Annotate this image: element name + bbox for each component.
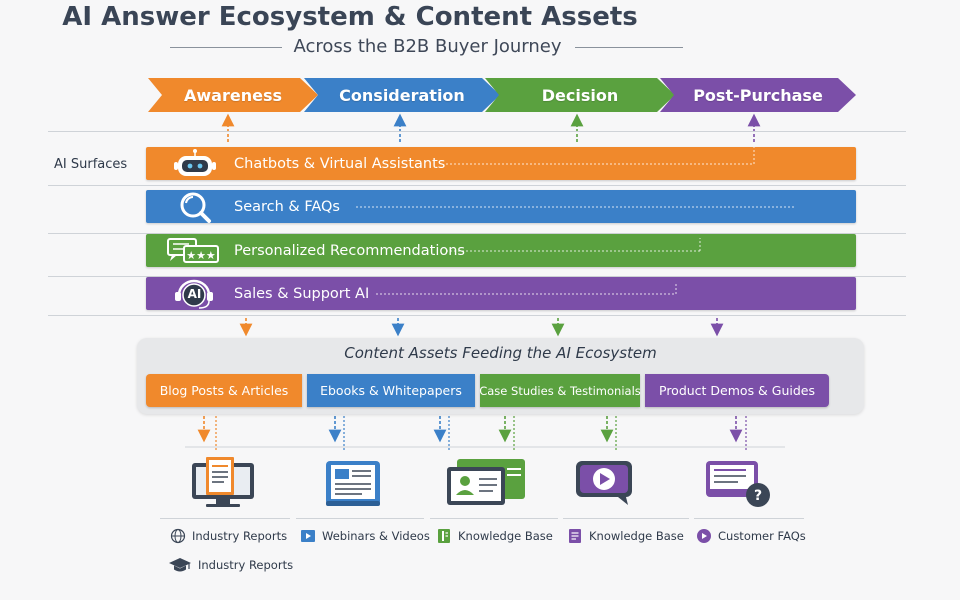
legend-label: Industry Reports [198,558,294,572]
stage-post-purchase[interactable]: Post-Purchase [660,78,856,112]
row-rule [48,131,906,132]
play-chat-icon [696,528,712,544]
row-rule [48,315,906,316]
surface-sales-support[interactable]: AI Sales & Support AI [146,277,856,310]
subtitle-rule-right [575,47,683,48]
surface-label: Chatbots & Virtual Assistants [234,155,446,172]
legend-label: Knowledge Base [589,529,684,543]
stage-awareness[interactable]: Awareness [148,78,318,112]
surface-chatbots[interactable]: Chatbots & Virtual Assistants [146,147,856,180]
book-icon [436,528,452,544]
legend-label: Webinars & Videos [322,529,430,543]
legend-item: Customer FAQs [696,528,806,544]
surface-label: Search & FAQs [234,198,340,215]
row-rule [48,185,906,186]
legend-item: Industry Reports [170,528,287,544]
surface-search-faqs[interactable]: Search & FAQs [146,190,856,223]
svg-text:★★★: ★★★ [186,249,216,262]
surface-label: Personalized Recommendations [234,242,465,259]
content-assets-title: Content Assets Feeding the AI Ecosystem [344,344,657,362]
legend-label: Customer FAQs [718,529,806,543]
legend-label: Knowledge Base [458,529,553,543]
diagram-subtitle: Across the B2B Buyer Journey [293,36,562,57]
diagram-title: AI Answer Ecosystem & Content Assets [62,2,638,32]
video-chat-icon [572,455,638,513]
legend-item: Webinars & Videos [300,528,430,544]
row-rule [48,276,906,277]
legend-label: Industry Reports [192,529,288,543]
document-icon [567,528,583,544]
asset-case-studies[interactable]: Case Studies & Testimonials [479,374,641,407]
headset-ai-text: AI [187,287,202,301]
chat-stars-icon: ★★★ [146,234,234,267]
video-icon [300,528,316,544]
legend-item: Knowledge Base [436,528,553,544]
monitor-document-icon [188,455,260,513]
row-rule [48,233,906,234]
stage-decision[interactable]: Decision [485,78,675,112]
robot-icon [146,147,234,180]
asset-blog-posts[interactable]: Blog Posts & Articles [146,374,302,407]
surface-label: Sales & Support AI [234,285,370,302]
headset-ai-icon: AI [146,277,234,310]
faq-chat-icon: ? [702,455,774,513]
profile-card-icon [443,455,529,513]
legend-item: Knowledge Base [567,528,684,544]
magnifier-icon [146,190,234,223]
ai-surfaces-label: AI Surfaces [54,157,128,172]
globe-icon [170,528,186,544]
asset-product-demos[interactable]: Product Demos & Guides [645,374,829,407]
ebook-icon [322,455,386,513]
subtitle-rule-left [170,47,282,48]
legend-item: Industry Reports [168,556,293,574]
asset-ebooks[interactable]: Ebooks & Whitepapers [307,374,475,407]
svg-text:?: ? [754,488,762,504]
graduation-cap-icon [168,556,192,574]
stage-consideration[interactable]: Consideration [304,78,500,112]
surface-recommendations[interactable]: ★★★ Personalized Recommendations [146,234,856,267]
